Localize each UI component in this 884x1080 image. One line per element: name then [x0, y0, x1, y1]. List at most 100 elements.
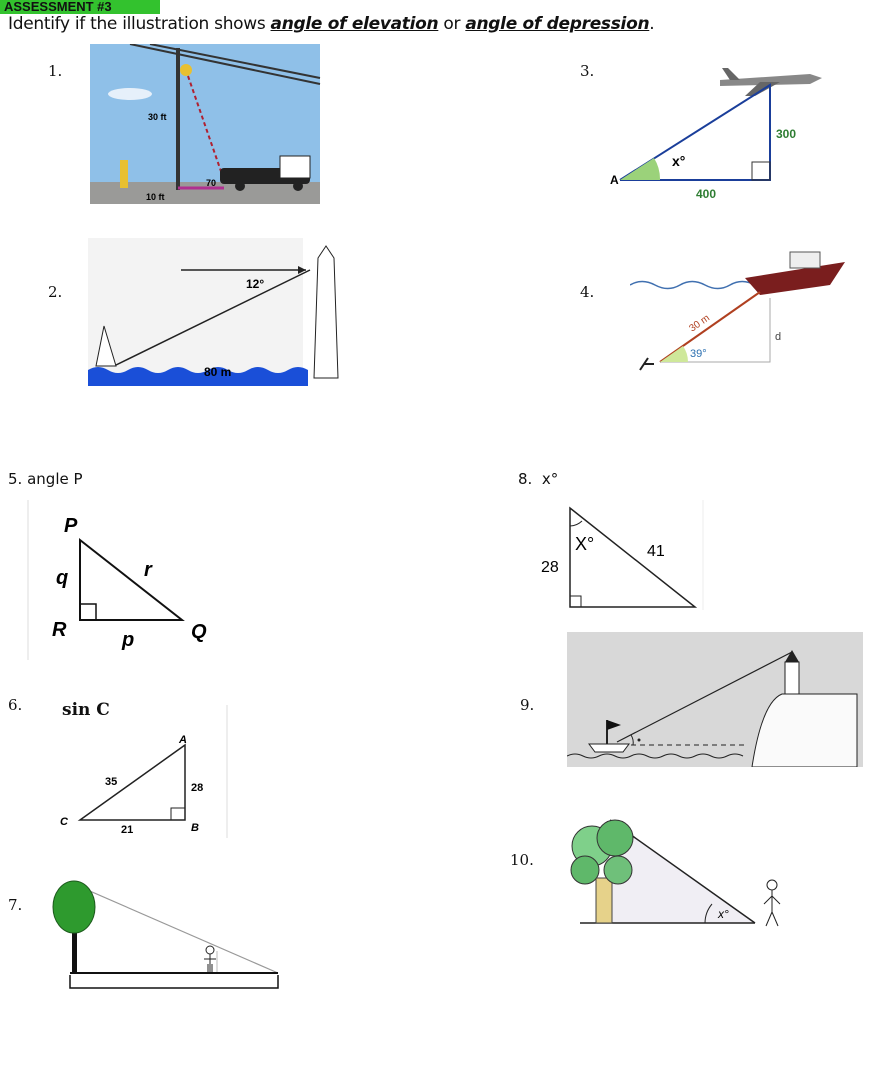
- label-angle-12: 12°: [246, 277, 264, 291]
- truck-wheel: [293, 181, 303, 191]
- angle-mark: [660, 346, 688, 362]
- ground: [90, 182, 320, 204]
- person-icon: [763, 879, 781, 927]
- label-angle-x: X°: [575, 534, 594, 554]
- option-elevation: angle of elevation: [270, 14, 439, 34]
- waves: [567, 753, 744, 759]
- person: [120, 160, 128, 188]
- item-5-prompt: angle P: [27, 470, 83, 488]
- figure-2-lighthouse: 12° 80 m: [88, 238, 339, 386]
- ladder: [187, 75, 225, 181]
- label-400: 400: [696, 187, 716, 201]
- label-angle-x: x°: [672, 153, 685, 169]
- truck-wheel: [235, 181, 245, 191]
- flag-icon: [607, 720, 621, 730]
- airplane-icon: [720, 74, 822, 86]
- label-d: d: [775, 331, 781, 343]
- item-8-heading: 8. x°: [518, 470, 558, 488]
- tree-icon: [52, 880, 96, 934]
- water-line: [630, 280, 756, 290]
- item-5-heading: 5. angle P: [8, 470, 83, 488]
- right-angle-mark: [569, 595, 582, 608]
- triangle: [77, 743, 186, 821]
- vertex-B: B: [191, 822, 199, 834]
- distance-bracket: [69, 975, 279, 989]
- label-28: 28: [541, 559, 559, 576]
- right-angle-mark: [751, 161, 771, 181]
- label-distance: 10 ft: [146, 192, 165, 202]
- tree-foliage: [596, 819, 634, 857]
- lighthouse-roof: [785, 650, 799, 662]
- instruction-suffix: .: [649, 14, 655, 34]
- vertex-P: P: [64, 515, 78, 537]
- triangle: [569, 506, 698, 608]
- cloud: [108, 88, 152, 100]
- arrow-head: [298, 266, 306, 274]
- label-21: 21: [121, 824, 133, 836]
- figure-7-tree-shadow: [52, 880, 279, 989]
- label-angle-x: x°: [717, 907, 729, 921]
- triangle: [79, 537, 185, 621]
- tree-foliage: [570, 855, 600, 885]
- figure-9-lighthouse-boat: [567, 632, 863, 767]
- label-39: 39°: [690, 348, 707, 360]
- utility-pole: [176, 48, 180, 190]
- airplane-tail: [722, 68, 740, 80]
- item-number-1: 1.: [48, 62, 63, 80]
- line-of-sight: [609, 819, 756, 924]
- vertex-R: R: [52, 619, 67, 641]
- label-A: A: [610, 173, 619, 187]
- right-angle-mark: [79, 603, 97, 621]
- label-35: 35: [105, 776, 117, 788]
- lighthouse-icon: [313, 245, 339, 379]
- label-30m: 30 m: [687, 313, 712, 335]
- item-number-8: 8.: [518, 470, 533, 488]
- angle-arc: [630, 734, 634, 746]
- item-number-9: 9.: [520, 696, 535, 714]
- worker: [180, 64, 192, 76]
- instruction-middle: or: [438, 14, 466, 34]
- item-number-2: 2.: [48, 283, 63, 301]
- tree-trunk: [595, 877, 613, 924]
- option-depression: angle of depression: [465, 14, 650, 34]
- item-number-7: 7.: [8, 896, 23, 914]
- line-of-sight: [75, 884, 279, 974]
- item-number-5: 5.: [8, 470, 23, 488]
- anchor-icon: [639, 357, 654, 371]
- boat-icon: [745, 262, 845, 295]
- item-6-prompt: sin C: [62, 700, 110, 720]
- tree-foliage: [603, 855, 633, 885]
- side-q: q: [56, 567, 68, 589]
- assessment-header: ASSESSMENT #3: [0, 0, 160, 14]
- angle-arc: [704, 903, 713, 924]
- label-height: 30 ft: [148, 112, 167, 122]
- background: [88, 238, 303, 386]
- figure-6-triangle-abc: A 35 28 C 21 B: [60, 705, 228, 838]
- tree-trunk: [72, 925, 77, 973]
- truck-cab: [279, 155, 311, 179]
- line-of-sight: [113, 269, 311, 367]
- figure-5-triangle-pqr: P q r R p Q: [27, 500, 207, 660]
- item-number-10: 10.: [510, 851, 534, 869]
- side-r: r: [144, 559, 153, 581]
- item-number-3: 3.: [580, 62, 595, 80]
- lighthouse-icon: [784, 661, 800, 695]
- side-p: p: [121, 629, 134, 651]
- item-number-4: 4.: [580, 283, 595, 301]
- vertex-Q: Q: [191, 621, 207, 643]
- angle-mark: [620, 158, 661, 180]
- figure-3-airplane: x° 300 400 A: [610, 68, 822, 201]
- angle-dot: [637, 738, 641, 742]
- boat-cabin: [789, 251, 821, 269]
- label-28: 28: [191, 782, 203, 794]
- label-angle: 70: [206, 178, 216, 188]
- water: [88, 367, 308, 386]
- figure-10-tree-person: x°: [570, 819, 781, 927]
- label-300: 300: [776, 127, 796, 141]
- angle-arc: [569, 520, 583, 527]
- item-number-6: 6.: [8, 696, 23, 714]
- boat-icon: [588, 743, 630, 753]
- triangle: [619, 83, 771, 181]
- sailboat-icon: [95, 325, 117, 367]
- vertex-A: A: [178, 734, 187, 746]
